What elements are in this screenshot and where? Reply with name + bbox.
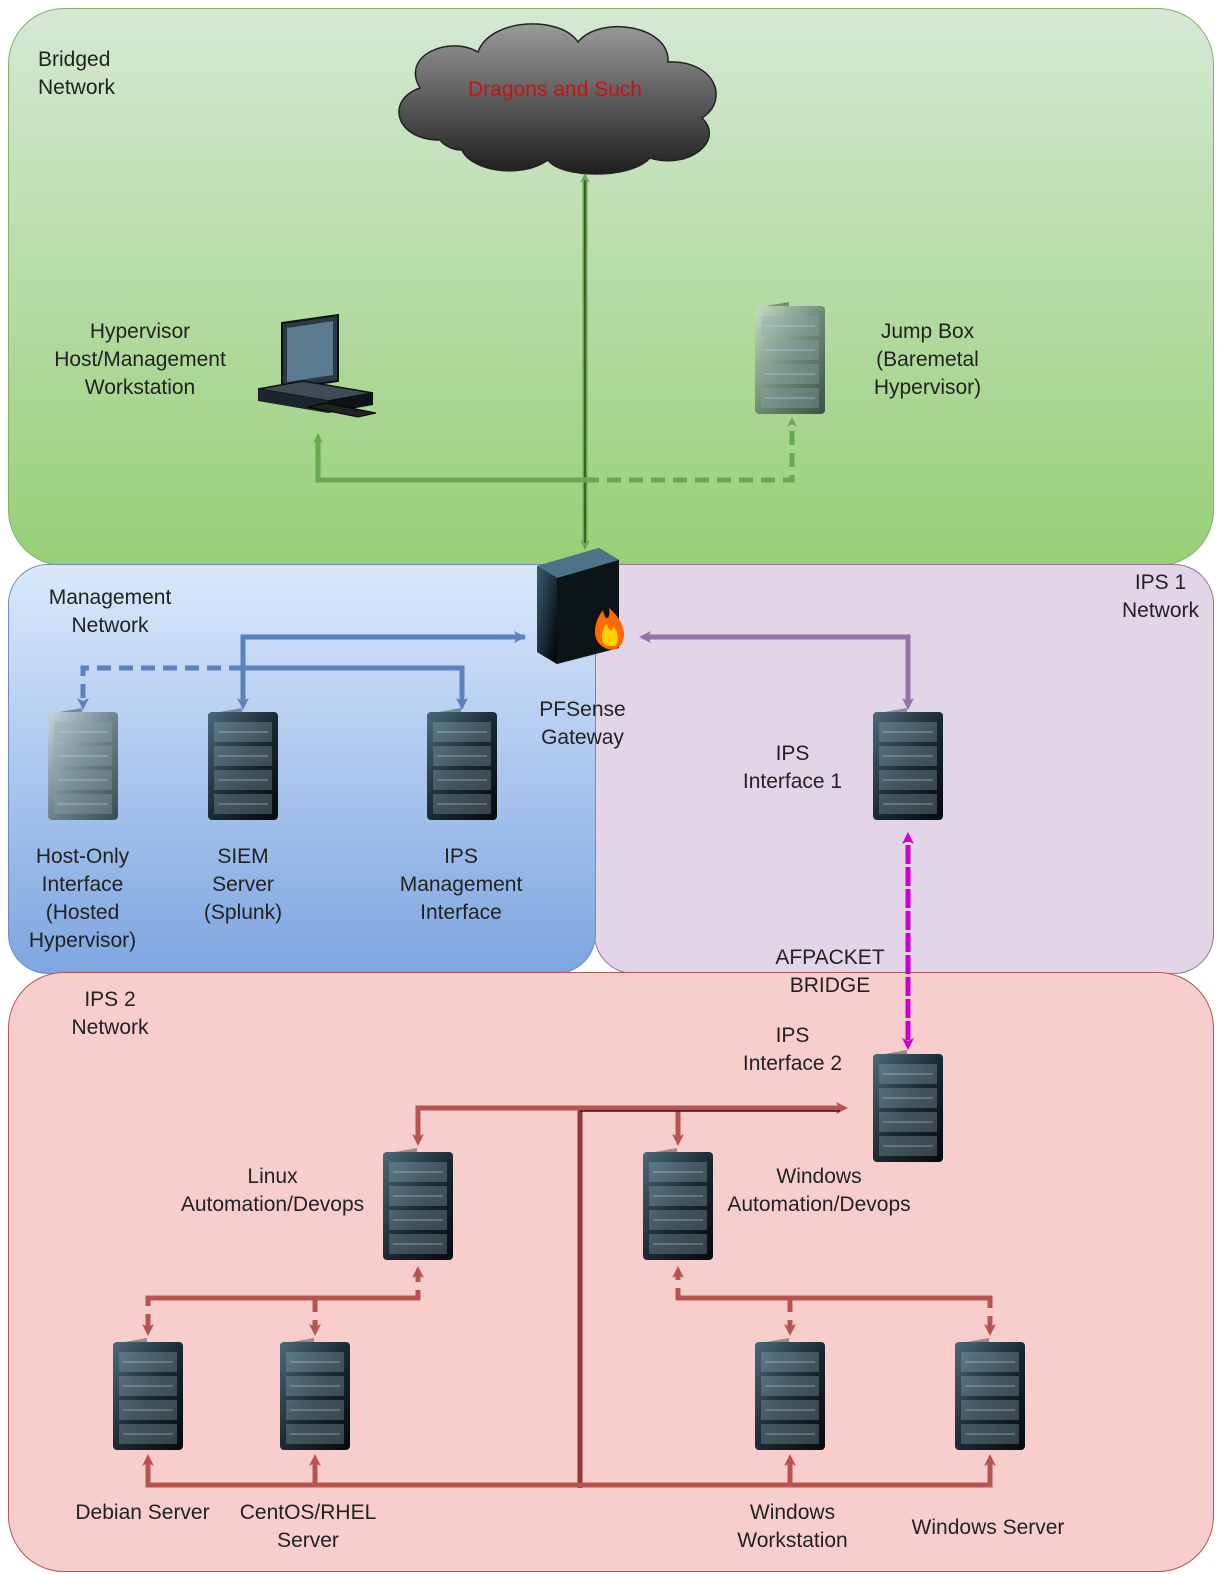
afpacket-bridge-label: AFPACKET BRIDGE: [775, 946, 885, 997]
server-rack-icon: [426, 707, 498, 821]
linux-automation-devops-label: Linux Automation/Devops: [180, 1165, 365, 1216]
ips-interface-1-label: IPS Interface 1: [742, 742, 843, 793]
pfsense-gateway-label: PFSense Gateway: [539, 698, 626, 749]
ips2-network-zone: [8, 972, 1214, 1572]
ips2-network-label: IPS 2 Network: [71, 988, 149, 1039]
server-rack-icon: [954, 1337, 1026, 1451]
firewall-icon: [537, 548, 625, 664]
server-rack-icon: [279, 1337, 351, 1451]
siem-server-label: SIEM Server (Splunk): [203, 845, 283, 924]
ips-interface-2-label: IPS Interface 2: [742, 1024, 843, 1075]
ips-management-interface-label: IPS Management Interface: [399, 845, 523, 924]
windows-automation-devops-label: Windows Automation/Devops: [727, 1165, 911, 1216]
server-rack-icon: [754, 301, 826, 415]
ips2-links: [142, 1102, 996, 1488]
centos-rhel-server-label: CentOS/RHEL Server: [239, 1501, 377, 1552]
server-rack-icon: [207, 707, 279, 821]
management-links: [77, 631, 526, 710]
cloud-label: Dragons and Such: [468, 78, 642, 101]
server-rack-icon: [872, 1049, 944, 1163]
debian-server-label: Debian Server: [75, 1501, 210, 1524]
bridged-links: [313, 173, 797, 550]
management-network-label: Management Network: [48, 586, 172, 637]
host-only-interface-label: Host-Only Interface (Hosted Hypervisor): [28, 845, 137, 952]
desktop-computer-icon: [257, 313, 377, 418]
server-rack-icon: [642, 1147, 714, 1261]
windows-workstation-label: Windows Workstation: [737, 1501, 848, 1552]
windows-server-label: Windows Server: [911, 1516, 1065, 1539]
jump-box-label: Jump Box (Baremetal Hypervisor): [873, 320, 982, 399]
cloud-icon: [398, 23, 717, 175]
ips1-network-label: IPS 1 Network: [1121, 571, 1200, 622]
server-rack-icon: [47, 707, 119, 821]
server-rack-icon: [112, 1337, 184, 1451]
ips1-links: [639, 631, 914, 710]
bridged-network-label: Bridged Network: [38, 48, 116, 99]
hypervisor-host-label: Hypervisor Host/Management Workstation: [54, 320, 226, 399]
server-rack-icon: [754, 1337, 826, 1451]
server-rack-icon: [382, 1147, 454, 1261]
server-rack-icon: [872, 707, 944, 821]
